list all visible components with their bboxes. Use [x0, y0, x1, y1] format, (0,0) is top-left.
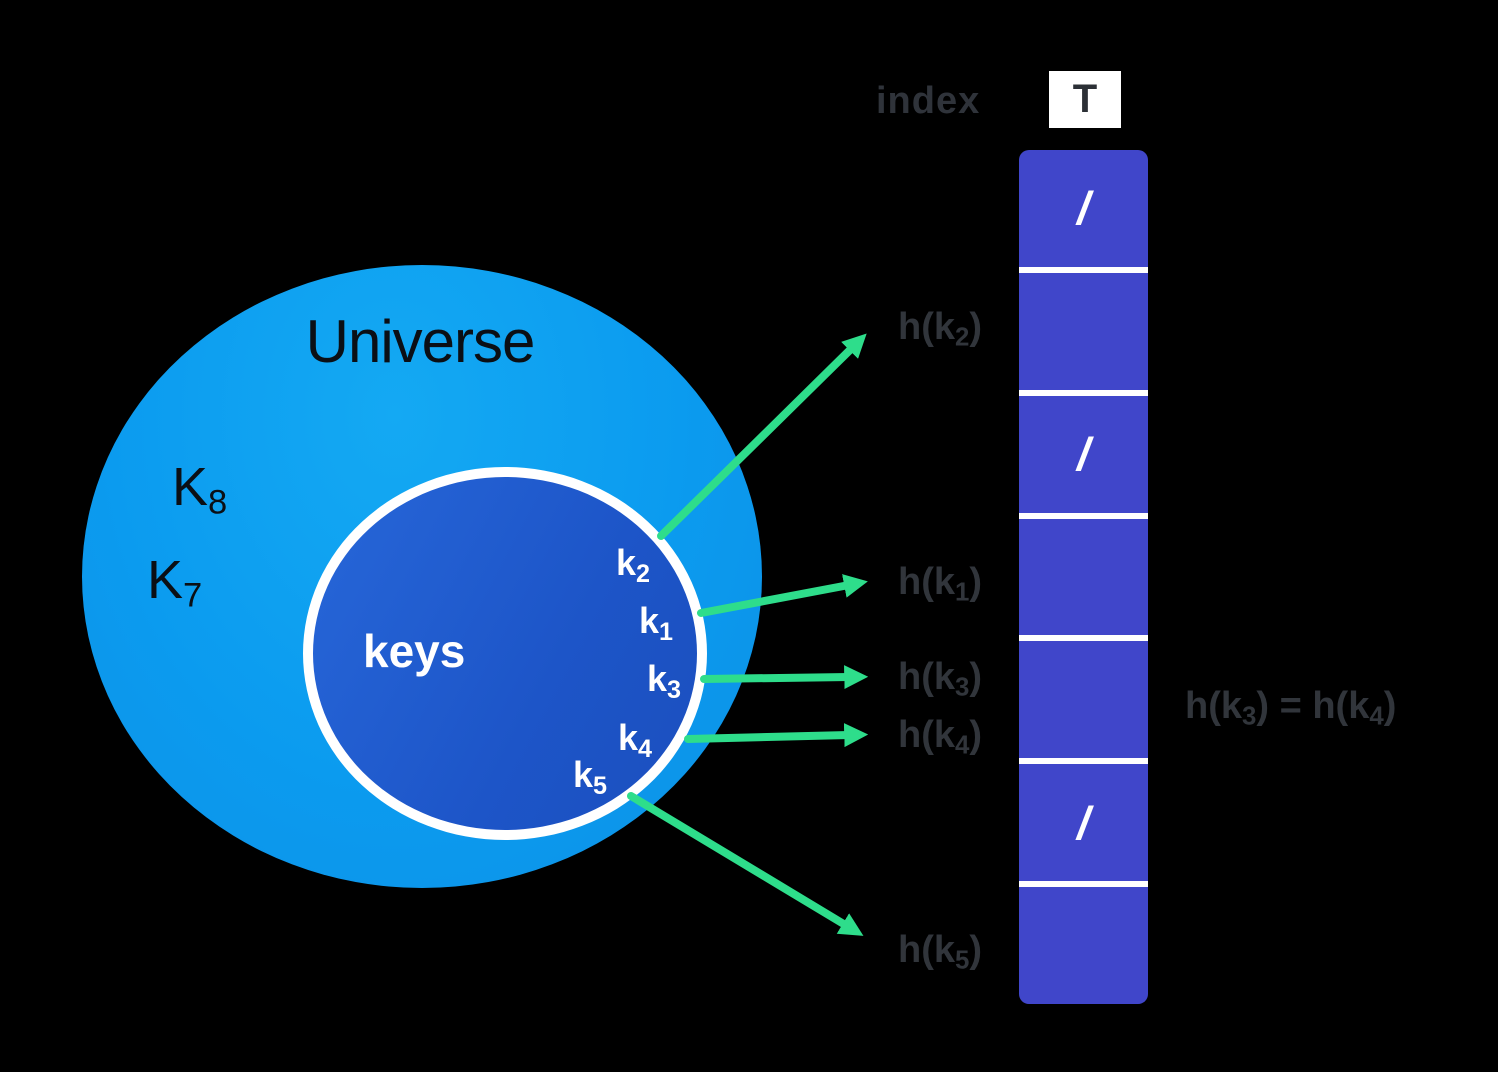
h-k3-post: ) — [969, 656, 983, 698]
table-title-box: T — [1049, 71, 1121, 128]
key-outside-k7: K7 — [147, 553, 202, 613]
arrow-h-k5 — [627, 792, 864, 936]
key-k3-sub: 3 — [667, 676, 682, 705]
hash-label-h-k4: h(k4) — [898, 711, 983, 760]
key-label-k2: k2 — [616, 545, 650, 587]
table-title: T — [1072, 77, 1098, 121]
hash-label-h-k2: h(k2) — [898, 303, 983, 352]
key-k4-sub: 4 — [638, 735, 653, 764]
h-k2-post: ) — [969, 306, 983, 348]
table-slot-1 — [1019, 266, 1148, 390]
key-outside-k8-sub: 8 — [208, 483, 228, 522]
key-outside-k7-sub: 7 — [183, 576, 203, 615]
h-k1-pre: h(k — [898, 561, 955, 603]
h-k5-sub: 5 — [955, 946, 970, 975]
hash-label-h-k3: h(k3) — [898, 653, 983, 702]
key-k4-base: k — [618, 717, 639, 758]
universe-label: Universe — [305, 308, 536, 375]
note-post: ) — [1383, 685, 1397, 727]
h-k3-pre: h(k — [898, 656, 955, 698]
index-label: index — [876, 80, 981, 122]
key-k1-base: k — [639, 600, 660, 641]
h-k5-post: ) — [969, 929, 983, 971]
table-slot-6 — [1019, 881, 1148, 1004]
key-k3-base: k — [647, 658, 668, 699]
h-k4-sub: 4 — [955, 731, 970, 760]
key-k5-base: k — [573, 754, 594, 795]
h-k1-post: ) — [969, 561, 983, 603]
table-slot-0: / — [1019, 150, 1148, 267]
slot-value: / — [1077, 428, 1090, 481]
hash-label-h-k5: h(k5) — [898, 926, 983, 975]
keys-label: keys — [363, 625, 466, 677]
hash-label-h-k1: h(k1) — [898, 558, 983, 607]
key-outside-k8: K8 — [172, 460, 227, 520]
key-outside-k7-base: K — [147, 550, 184, 610]
note-pre: h(k — [1185, 685, 1242, 727]
note-mid: ) = h(k — [1256, 685, 1370, 727]
h-k5-pre: h(k — [898, 929, 955, 971]
slot-value: / — [1077, 182, 1090, 235]
h-k3-sub: 3 — [955, 673, 970, 702]
key-k2-base: k — [616, 542, 637, 583]
table-slot-4 — [1019, 635, 1148, 759]
key-label-k3: k3 — [647, 661, 681, 703]
slot-value: / — [1077, 796, 1090, 849]
h-k4-pre: h(k — [898, 714, 955, 756]
key-label-k1: k1 — [639, 603, 673, 645]
key-outside-k8-base: K — [172, 457, 209, 517]
keys-circle — [303, 467, 707, 840]
note-sub1: 3 — [1242, 702, 1257, 731]
table-slot-2: / — [1019, 389, 1148, 513]
note-sub2: 4 — [1369, 702, 1384, 731]
key-k1-sub: 1 — [659, 618, 674, 647]
h-k2-sub: 2 — [955, 323, 970, 352]
table-slot-5: / — [1019, 758, 1148, 882]
h-k4-post: ) — [969, 714, 983, 756]
collision-note: h(k3) = h(k4) — [1185, 682, 1397, 731]
key-label-k5: k5 — [573, 757, 607, 799]
table-slot-3 — [1019, 512, 1148, 636]
key-k2-sub: 2 — [636, 560, 651, 589]
h-k2-pre: h(k — [898, 306, 955, 348]
key-label-k4: k4 — [618, 720, 652, 762]
key-k5-sub: 5 — [593, 772, 608, 801]
hash-table: / / / — [1019, 150, 1148, 1004]
h-k1-sub: 1 — [955, 578, 970, 607]
